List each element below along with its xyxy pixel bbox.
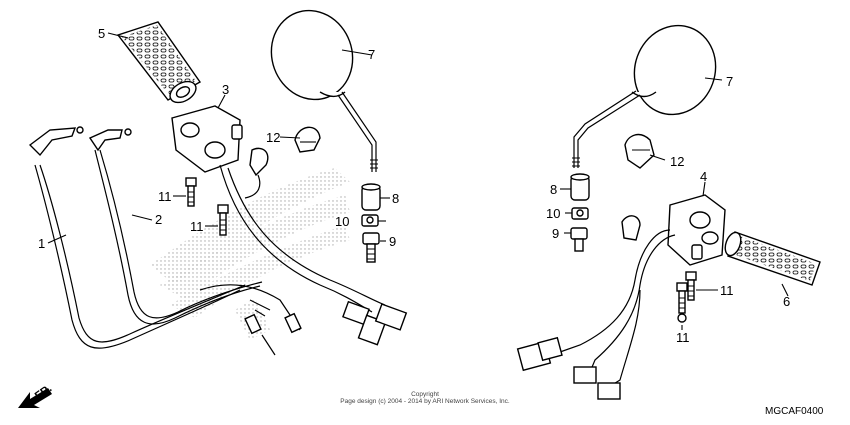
right-screw-upper [685, 271, 697, 301]
right-leader-lines [560, 77, 789, 330]
left-cable-clamp [294, 126, 321, 153]
brand-watermark [150, 168, 350, 340]
callout-7-right: 7 [726, 74, 733, 89]
left-nut [361, 214, 379, 227]
callout-8-right: 8 [550, 182, 557, 197]
right-switch-housing [621, 194, 726, 266]
callout-7-left: 7 [368, 47, 375, 62]
left-screw-lower [217, 204, 229, 236]
left-screw-upper [185, 177, 197, 207]
right-cable-clamp [624, 133, 655, 169]
right-mirror [572, 24, 717, 168]
left-bolt [362, 232, 380, 263]
left-leader-lines [47, 32, 390, 244]
callout-12-right: 12 [670, 154, 684, 169]
callout-4: 4 [700, 169, 707, 184]
copyright-line-1: Copyright [411, 391, 439, 398]
right-screw-lower [676, 282, 688, 323]
left-switch-harness [199, 164, 408, 356]
callout-9-right: 9 [552, 226, 559, 241]
callout-10-left: 10 [335, 214, 349, 229]
front-direction-arrow-icon [18, 388, 52, 408]
left-grip [116, 21, 202, 104]
throttle-cables [28, 126, 263, 349]
left-switch-housing [171, 105, 269, 177]
callout-3: 3 [222, 82, 229, 97]
callout-11-right-lower: 11 [676, 330, 690, 345]
left-mirror [270, 9, 378, 172]
callout-1: 1 [38, 236, 45, 251]
callout-11-left-lower: 11 [190, 219, 204, 234]
right-switch-harness [516, 229, 676, 400]
diagram-code: MGCAF0400 [765, 406, 824, 417]
callout-8-left: 8 [392, 191, 399, 206]
callout-11-left-upper: 11 [158, 189, 172, 204]
right-bolt [570, 227, 588, 252]
callout-2: 2 [155, 212, 162, 227]
callout-10-right: 10 [546, 206, 560, 221]
callout-11-right-upper: 11 [720, 283, 734, 298]
copyright-line-2: Page design (c) 2004 - 2014 by ARI Netwo… [340, 398, 510, 405]
callout-5: 5 [98, 26, 105, 41]
callout-9-left: 9 [389, 234, 396, 249]
callout-12-left: 12 [266, 130, 280, 145]
callout-6: 6 [783, 294, 790, 309]
right-nut [571, 207, 589, 220]
right-grip [724, 231, 821, 286]
